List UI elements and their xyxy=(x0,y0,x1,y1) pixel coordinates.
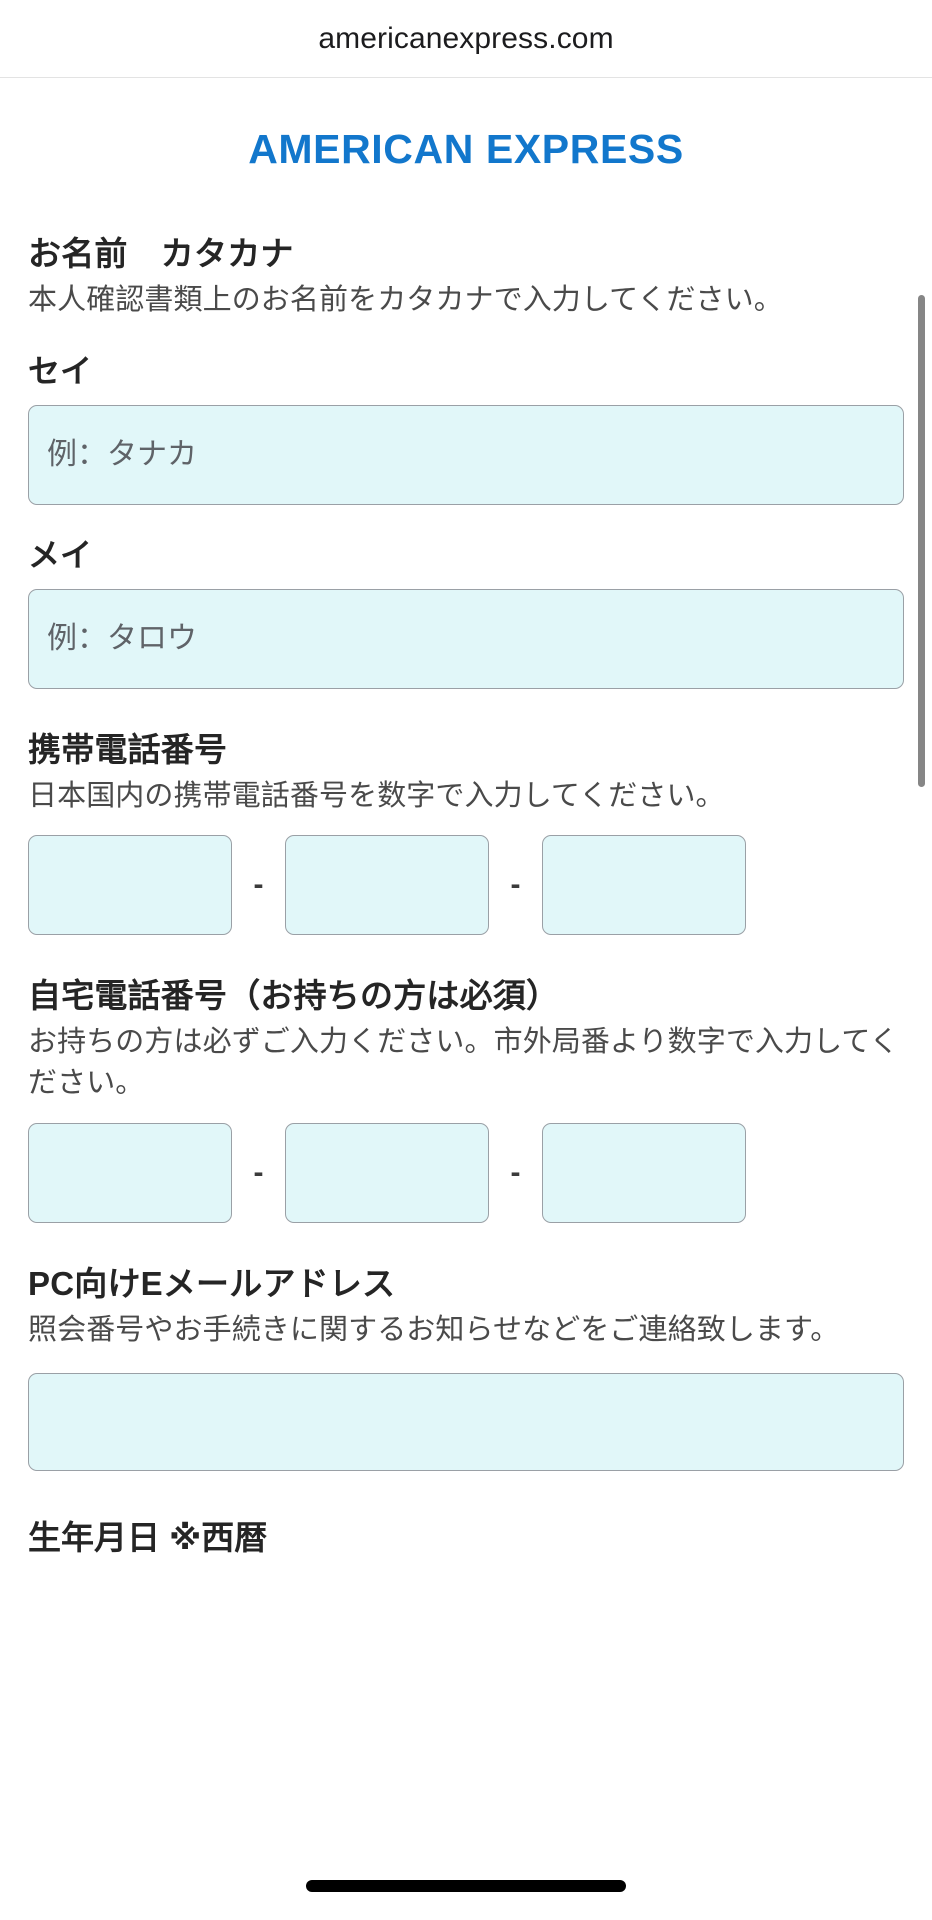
brand-logo[interactable]: AMERICAN EXPRESS xyxy=(28,78,904,193)
mobile-phone-part2-input[interactable] xyxy=(285,835,489,936)
mobile-phone-input-row: - - xyxy=(28,835,904,936)
last-name-input[interactable] xyxy=(28,405,904,506)
home-phone-description: お持ちの方は必ずご入力ください。市外局番より数字で入力してください。 xyxy=(28,1026,899,1100)
home-phone-separator-1: - xyxy=(253,1155,264,1189)
mobile-phone-part3-input[interactable] xyxy=(542,835,746,936)
url-text[interactable]: americanexpress.com xyxy=(318,21,614,55)
mobile-phone-description: 日本国内の携帯電話番号を数字で入力してください。 xyxy=(28,779,725,812)
name-section-description: 本人確認書類上のお名前をカタカナで入力してください。 xyxy=(28,284,783,317)
last-name-label: セイ xyxy=(28,353,93,390)
birthdate-section: 生年月日 ※西暦 xyxy=(28,1511,904,1559)
home-phone-input-row: - - xyxy=(28,1122,904,1223)
email-input[interactable] xyxy=(28,1373,904,1472)
home-phone-heading: 自宅電話番号（お持ちの方は必須） xyxy=(28,977,560,1015)
home-phone-part1-input[interactable] xyxy=(28,1122,232,1223)
first-name-input[interactable] xyxy=(28,588,904,689)
first-name-label: メイ xyxy=(28,537,93,574)
name-section-heading: お名前 カタカナ xyxy=(28,235,294,272)
application-form: お名前 カタカナ 本人確認書類上のお名前をカタカナで入力してください。 セイ メ… xyxy=(28,233,904,1559)
email-description: 照会番号やお手続きに関するお知らせなどをご連絡致します。 xyxy=(28,1313,840,1346)
mobile-phone-part1-input[interactable] xyxy=(28,835,232,936)
mobile-phone-separator-1: - xyxy=(253,868,264,902)
american-express-wordmark-icon[interactable]: AMERICAN EXPRESS xyxy=(248,126,684,172)
page-content: AMERICAN EXPRESS お名前 カタカナ 本人確認書類上のお名前をカタ… xyxy=(0,78,932,1560)
home-indicator xyxy=(306,1880,626,1892)
birthdate-heading: 生年月日 ※西暦 xyxy=(28,1519,268,1557)
mobile-phone-separator-2: - xyxy=(510,868,521,902)
mobile-phone-heading: 携帯電話番号 xyxy=(28,730,228,768)
home-phone-part3-input[interactable] xyxy=(542,1122,746,1223)
home-phone-separator-2: - xyxy=(510,1155,521,1189)
browser-url-bar[interactable]: americanexpress.com xyxy=(0,0,932,78)
email-heading: PC向けEメールアドレス xyxy=(28,1264,396,1302)
home-phone-part2-input[interactable] xyxy=(285,1122,489,1223)
